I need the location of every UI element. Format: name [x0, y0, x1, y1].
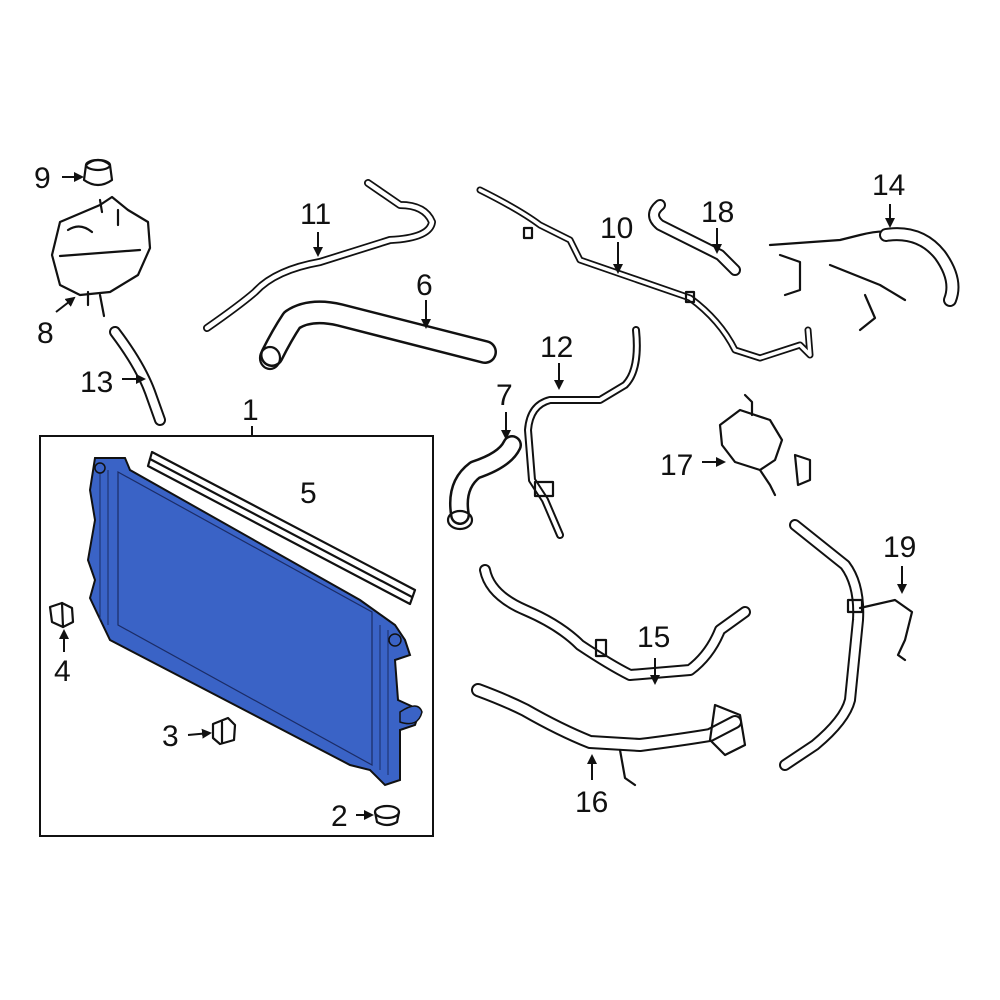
part-3-mount-bushing[interactable] [211, 716, 237, 746]
part-18-small-hose[interactable] [648, 199, 741, 276]
callout-16: 16 [575, 786, 608, 819]
callout-15: 15 [637, 621, 670, 654]
part-15-hose[interactable] [479, 564, 751, 681]
callout-18: 18 [701, 196, 734, 229]
part-16-hose[interactable] [471, 683, 747, 787]
part-8-coolant-reservoir[interactable] [50, 195, 152, 318]
part-4-drain-plug[interactable] [48, 601, 75, 629]
part-2-lower-insulator[interactable] [373, 804, 401, 827]
callout-11: 11 [300, 198, 331, 231]
part-7-lower-hose[interactable] [446, 435, 522, 531]
callout-13: 13 [80, 366, 113, 399]
callout-10: 10 [600, 212, 633, 245]
callout-14: 14 [872, 169, 905, 202]
part-13-overflow-hose[interactable] [109, 326, 166, 426]
callout-5: 5 [300, 477, 317, 510]
callout-7: 7 [496, 379, 513, 412]
part-10-tube-assembly[interactable] [476, 186, 814, 362]
radiator-group-box [39, 435, 434, 837]
callout-19: 19 [883, 531, 916, 564]
callout-8: 8 [37, 317, 54, 350]
part-19-hose-clip[interactable] [779, 519, 914, 771]
part-5-seal-strip[interactable] [146, 450, 417, 606]
part-11-tube[interactable] [203, 179, 436, 332]
part-6-upper-hose[interactable] [258, 300, 497, 371]
part-1-radiator[interactable] [86, 457, 423, 787]
part-14-bracket-tube[interactable] [768, 227, 960, 332]
part-9-reservoir-cap[interactable] [82, 158, 114, 187]
part-12-tube[interactable] [524, 326, 641, 539]
callout-12: 12 [540, 331, 573, 364]
callout-4: 4 [54, 655, 71, 688]
callout-9: 9 [34, 162, 51, 195]
callout-6: 6 [416, 269, 433, 302]
callout-2: 2 [331, 800, 348, 833]
part-17-thermostat-housing[interactable] [718, 393, 812, 497]
callout-17: 17 [660, 449, 693, 482]
callout-1: 1 [242, 394, 259, 427]
callout-3: 3 [162, 720, 179, 753]
